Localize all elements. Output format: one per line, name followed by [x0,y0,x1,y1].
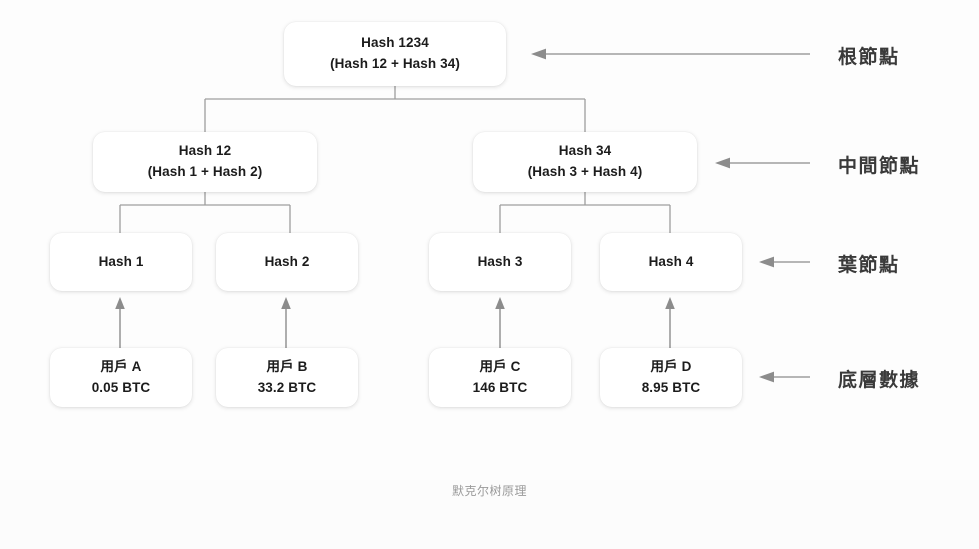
side-label-intermediate: 中間節點 [838,156,921,177]
side-label-leaf: 葉節點 [838,255,900,276]
node-data-user-a[interactable]: 用戶 A 0.05 BTC [50,348,192,407]
node-data-user-b-amount: 33.2 BTC [257,379,317,395]
node-data-user-a-amount: 0.05 BTC [91,379,151,395]
node-hash-3[interactable]: Hash 3 [429,233,571,291]
node-data-user-a-user: 用戶 A [100,358,142,374]
annotation-arrow-root [531,48,810,60]
node-hash-4-title: Hash 4 [648,253,694,269]
data-to-leaf-arrow-2 [281,297,291,348]
node-hash-4[interactable]: Hash 4 [600,233,742,291]
node-hash-2[interactable]: Hash 2 [216,233,358,291]
node-root-formula: (Hash 12 + Hash 34) [330,56,460,71]
annotation-arrow-data [759,371,810,383]
node-hash-1-title: Hash 1 [98,253,144,269]
data-to-leaf-arrow-1 [115,297,125,348]
node-hash-12-title: Hash 12 [178,143,232,159]
node-data-user-d-amount: 8.95 BTC [641,379,701,395]
node-hash-3-title: Hash 3 [477,253,523,269]
node-data-user-b-user: 用戶 B [266,358,308,374]
node-data-user-c-amount: 146 BTC [472,379,528,395]
data-to-leaf-arrow-3 [495,297,505,348]
annotation-arrow-intermediate [715,157,810,169]
diagram-caption: 默克尔树原理 [451,484,527,498]
bottom-band [0,480,979,549]
node-data-user-c-user: 用戶 C [479,358,521,374]
node-hash-1[interactable]: Hash 1 [50,233,192,291]
node-data-user-c[interactable]: 用戶 C 146 BTC [429,348,571,407]
node-data-user-b[interactable]: 用戶 B 33.2 BTC [216,348,358,407]
node-hash-12-formula: (Hash 1 + Hash 2) [147,164,263,179]
node-data-user-d[interactable]: 用戶 D 8.95 BTC [600,348,742,407]
data-to-leaf-arrow-4 [665,297,675,348]
node-hash-2-title: Hash 2 [264,253,310,269]
node-data-user-d-user: 用戶 D [650,358,692,374]
node-hash-12[interactable]: Hash 12 (Hash 1 + Hash 2) [93,132,317,192]
node-hash-34-title: Hash 34 [558,143,612,159]
node-root[interactable]: Hash 1234 (Hash 12 + Hash 34) [284,22,506,86]
side-label-data: 底層數據 [838,370,921,391]
node-root-title: Hash 1234 [361,35,429,51]
side-label-root: 根節點 [838,47,900,68]
node-hash-34-formula: (Hash 3 + Hash 4) [527,164,643,179]
node-hash-34[interactable]: Hash 34 (Hash 3 + Hash 4) [473,132,697,192]
annotation-arrow-leaf [759,256,810,268]
